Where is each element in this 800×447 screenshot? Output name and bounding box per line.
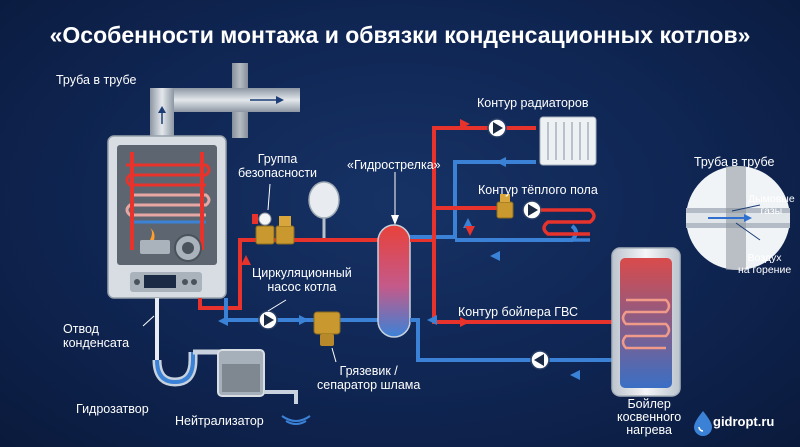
label-floor-heating: Контур тёплого пола <box>478 183 598 197</box>
site-logo-text: gidropt.ru <box>713 414 775 429</box>
label-safety-group-line-1: Группа безопасности <box>238 152 318 180</box>
inset-pipe-in-pipe <box>686 166 790 270</box>
radiator <box>539 116 597 166</box>
site-logo[interactable]: gidropt.ru <box>693 408 793 438</box>
label-safety-group: Группа безопасности <box>238 152 317 180</box>
label-neutralizer: Нейтрализатор <box>175 414 264 428</box>
hydraulic-separator <box>377 224 411 338</box>
inset-title: Труба в трубе <box>694 155 775 169</box>
safety-group <box>252 212 295 245</box>
heat-exchanger-coil <box>125 163 211 224</box>
label-hydro-arrow: «Гидрострелка» <box>347 158 441 172</box>
boiler-display <box>144 275 176 288</box>
condensing-boiler <box>107 135 227 299</box>
mixing-valve <box>496 194 514 219</box>
expansion-tank <box>308 181 340 238</box>
label-radiators: Контур радиаторов <box>477 96 589 110</box>
label-circulation-pump: Циркуляционный насос котла <box>252 266 352 294</box>
indirect-water-heater <box>611 247 681 397</box>
inset-label-combustion-air: Воздух на горение <box>738 252 792 276</box>
label-water-trap: Гидрозатвор <box>76 402 149 416</box>
inset-label-flue-gases: Дымовые газы <box>748 193 795 217</box>
dhw-pump-icon <box>530 350 550 370</box>
leader-lines <box>142 172 399 363</box>
label-condensate-drain: Отвод конденсата <box>63 322 130 350</box>
boiler-pump-icon <box>258 310 278 330</box>
label-pipe-in-pipe: Труба в трубе <box>56 73 137 87</box>
flue-pipe <box>150 63 300 138</box>
condensate-drain <box>152 298 311 425</box>
diagram-title: «Особенности монтажа и обвязки конденсац… <box>49 22 751 48</box>
burner-fan-icon <box>174 234 202 262</box>
label-dhw-circuit: Контур бойлера ГВС <box>458 305 578 319</box>
label-indirect-boiler: Бойлер косвенного нагрева <box>617 397 682 437</box>
mud-separator <box>313 311 341 346</box>
water-drop-icon <box>694 411 712 436</box>
floor-pump-icon <box>522 200 542 220</box>
label-mud-separator: Грязевик / сепаратор шлама <box>317 364 421 392</box>
floor-heating-coil <box>541 208 596 242</box>
radiator-pump-icon <box>487 118 507 138</box>
